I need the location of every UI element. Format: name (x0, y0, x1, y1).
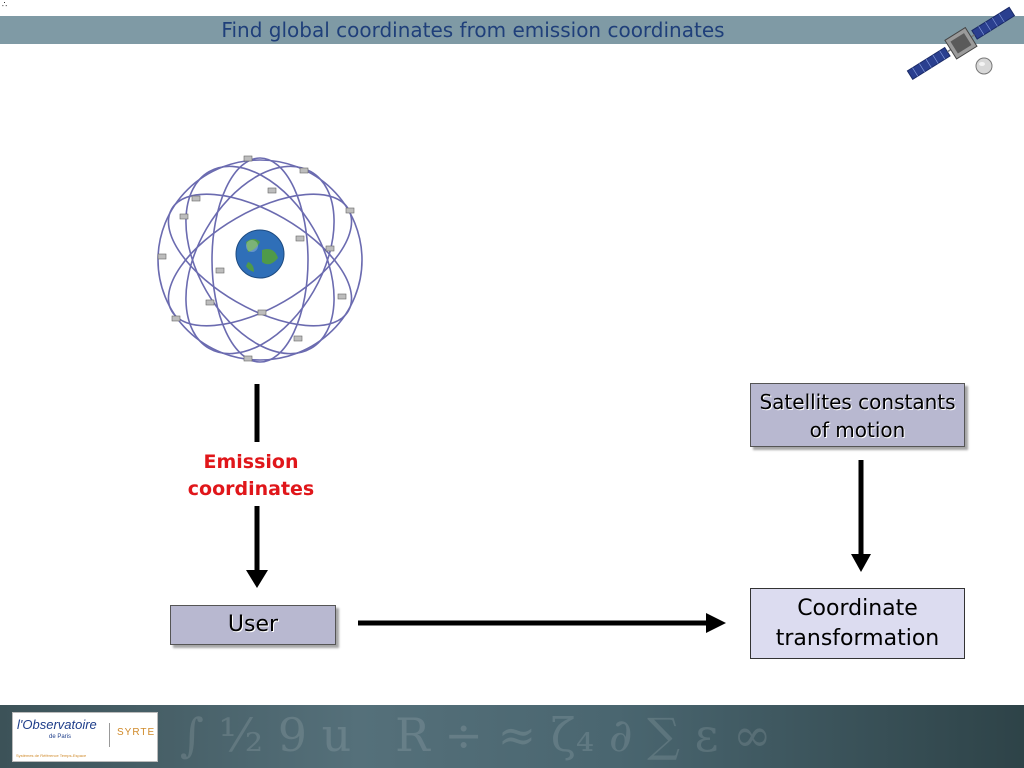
observatoire-logo: l'Observatoire de Paris SYRTE Systèmes d… (12, 712, 158, 762)
user-box: User (170, 605, 336, 645)
corner-mark: ∴ (2, 0, 8, 9)
satellite-constants-box: Satellites constants of motion (750, 383, 965, 447)
satellite-icon (906, 6, 1016, 81)
emission-coordinates-label: Emission coordinates (176, 449, 326, 503)
earth-icon (235, 229, 285, 279)
logo-syrte-text: SYRTE (117, 727, 156, 738)
emission-label-line1: Emission (203, 451, 299, 473)
gps-constellation-icon (157, 155, 363, 363)
logo-divider (109, 723, 110, 747)
constants-line1: Satellites constants (759, 390, 956, 414)
coordinate-transformation-box: Coordinate transformation (750, 588, 965, 659)
user-label: User (227, 612, 279, 637)
constants-line2: of motion (809, 418, 906, 442)
footer-band: ∫ ½ 9 u R ÷ ≈ ζ₄ ∂ ∑ ε ∞ (0, 705, 1024, 768)
emission-arrowhead (246, 570, 268, 588)
transform-line2: transformation (775, 626, 940, 651)
logo-main-text: l'Observatoire (17, 717, 97, 732)
title-bar (0, 16, 1024, 44)
transform-line1: Coordinate (797, 596, 918, 621)
constants-to-transform-arrowhead (851, 554, 871, 572)
page-title: Find global coordinates from emission co… (221, 18, 725, 42)
logo-sub-text: de Paris (49, 734, 72, 740)
user-to-transform-arrowhead (706, 613, 726, 633)
logo-tagline: Systèmes de Référence Temps-Espace (16, 753, 87, 758)
emission-label-line2: coordinates (187, 478, 315, 500)
footer-decoration: ∫ ½ 9 u R ÷ ≈ ζ₄ ∂ ∑ ε ∞ (180, 708, 772, 762)
